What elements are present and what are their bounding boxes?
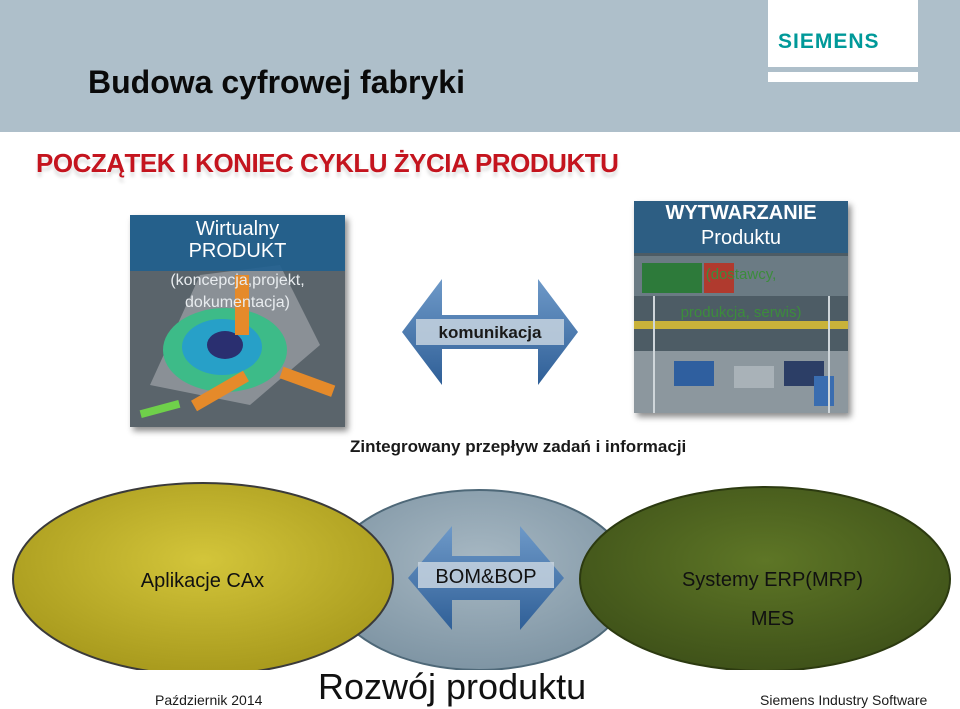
siemens-logo: SIEMENS <box>768 0 918 67</box>
logo-bar <box>768 72 918 82</box>
manufacturing-panel: WYTWARZANIE Produktu (dostawcy, produkcj… <box>634 201 848 413</box>
panel-line: Produktu <box>700 227 782 249</box>
panel-line: (dostawcy, <box>705 266 777 283</box>
footer-company: Siemens Industry Software <box>760 692 928 708</box>
mes-label: MES <box>750 608 795 630</box>
bom-bop-label: BOM&BOP <box>435 566 537 588</box>
double-arrow-icon <box>402 279 578 385</box>
panel-line: dokumentacja) <box>185 294 290 311</box>
cax-label: Aplikacje CAx <box>140 570 265 592</box>
slide-title: Budowa cyfrowej fabryki <box>88 64 465 100</box>
panel-title-band <box>130 215 345 271</box>
communication-label: komunikacja <box>438 323 542 342</box>
left-ellipse <box>12 482 394 670</box>
panel-line: produkcja, serwis) <box>680 304 802 321</box>
logo-text: SIEMENS <box>778 30 880 53</box>
panel-line: WYTWARZANIE <box>665 202 817 224</box>
right-ellipse <box>579 486 951 670</box>
footer-date: Październik 2014 <box>155 692 263 708</box>
integration-caption: Zintegrowany przepływ zadań i informacji <box>350 437 687 456</box>
footer-section-title: Rozwój produktu <box>318 666 587 707</box>
panel-line: Wirtualny <box>195 218 280 240</box>
ellipses-diagram <box>12 482 951 670</box>
section-subtitle: POCZĄTEK I KONIEC CYKLU ŻYCIA PRODUKTU <box>36 148 619 178</box>
panel-title-band <box>634 201 848 253</box>
panel-line: (koncepcja,projekt, <box>170 272 305 289</box>
panel-line: PRODUKT <box>188 240 287 262</box>
erp-label: Systemy ERP(MRP) <box>681 569 864 591</box>
virtual-product-panel: Wirtualny PRODUKT (koncepcja,projekt, do… <box>130 215 345 427</box>
